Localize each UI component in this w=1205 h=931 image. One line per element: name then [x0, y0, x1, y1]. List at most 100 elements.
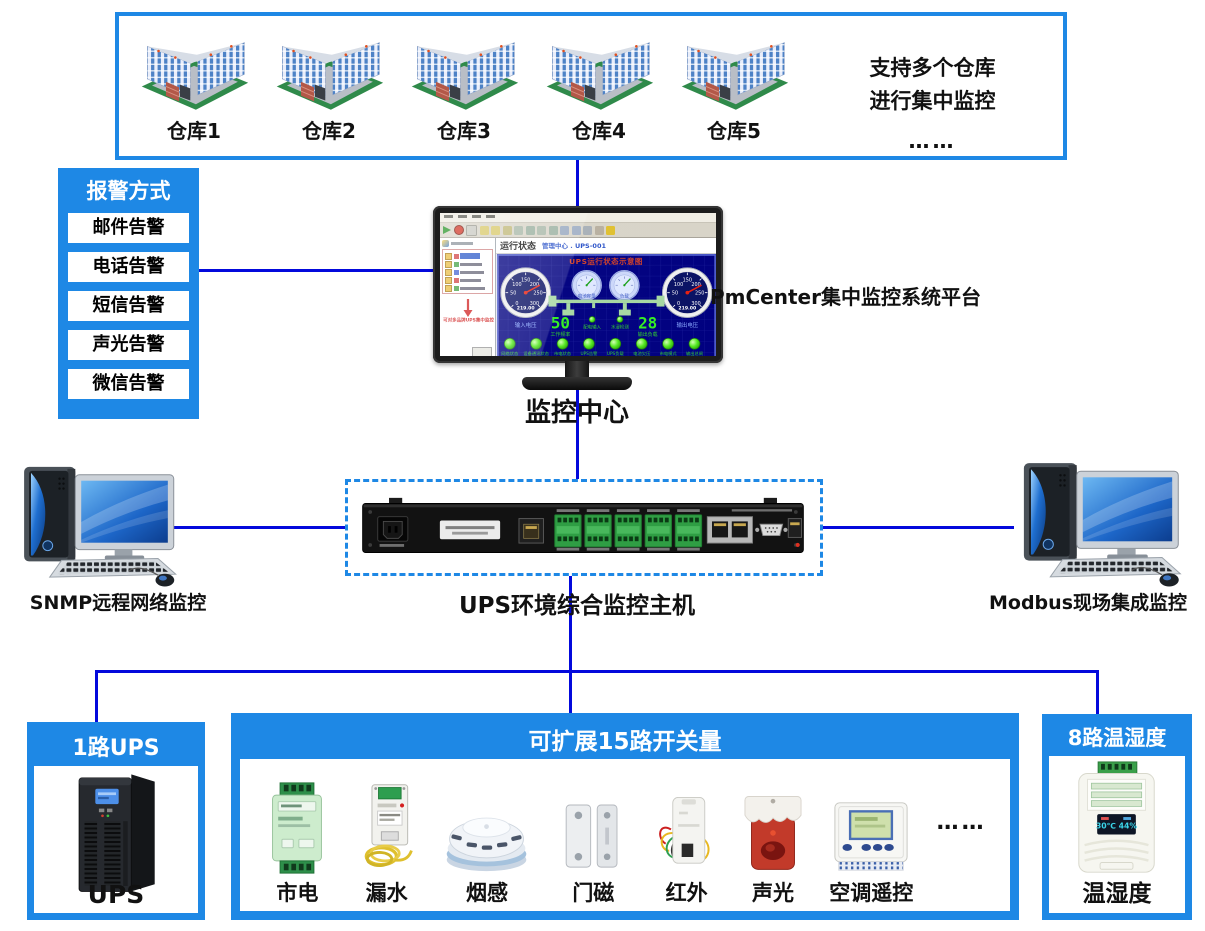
- monitor-screen: 可对多品牌UPS集中监控 运行状态 管理中心 . UPS-001: [440, 213, 716, 356]
- load-gauge-label: 负载: [620, 293, 629, 300]
- svg-text:市电模式: 市电模式: [660, 350, 678, 356]
- warehouse-group-box: 仓库1 仓库2 仓库3 仓库4 仓库5 支持多个仓库 进行集中监控 ……: [115, 12, 1067, 160]
- warehouse-icon: [681, 42, 789, 111]
- monitor-frame: 可对多品牌UPS集中监控 运行状态 管理中心 . UPS-001: [433, 206, 723, 363]
- frequency-label: 工作频率: [551, 331, 571, 338]
- ellipsis-text: ……: [908, 129, 957, 154]
- tree-note: 可对多品牌UPS集中监控: [443, 318, 494, 323]
- temp-box-title: 8路温湿度: [1067, 726, 1167, 750]
- output-voltage-label: 输出电压: [676, 321, 698, 329]
- water-detect-light: [616, 316, 624, 323]
- sound-light-alarm-icon: [744, 796, 802, 870]
- warehouse-label: 仓库2: [302, 119, 356, 143]
- warehouse-label: 仓库1: [167, 119, 221, 143]
- monitor-caption: 监控中心: [524, 398, 629, 428]
- svg-text:网络状态: 网络状态: [501, 350, 519, 356]
- toolbar-icon: [491, 225, 500, 235]
- ups-box: 1路UPS UPS: [27, 722, 205, 920]
- line-bus: [95, 670, 1099, 673]
- temp-humidity-box: 8路温湿度 30℃ 44% 温湿度: [1042, 714, 1192, 920]
- warehouse-label: 仓库3: [437, 119, 491, 143]
- input-voltage-label: 输入电压: [515, 321, 537, 329]
- output-load-label: 输出负载: [638, 331, 658, 338]
- device-ac-remote: 空调遥控: [827, 799, 915, 907]
- temp-box-body: 30℃ 44% 温湿度: [1049, 756, 1185, 913]
- line-snmp-to-host: [160, 526, 346, 529]
- warehouse-cell: 仓库5: [675, 30, 793, 144]
- ellipsis-text: ……: [936, 809, 987, 835]
- device-siren: 声光: [740, 789, 806, 907]
- device-water-leak: 漏水: [353, 781, 421, 907]
- warehouse-icon: [276, 42, 384, 111]
- ups-box-body: UPS: [34, 766, 198, 913]
- warehouse-icon: [411, 42, 519, 111]
- device-door-magnet: 门磁: [553, 799, 633, 907]
- toolbar-icon: [466, 224, 477, 236]
- pipe-schematic: [548, 295, 665, 316]
- switch-box-title: 可扩展15路开关量: [528, 729, 722, 755]
- toolbar-icon: [502, 225, 512, 235]
- stop-icon: [453, 225, 464, 235]
- status-subtitle: 管理中心 . UPS-001: [542, 242, 606, 251]
- warehouse-label: 仓库4: [572, 119, 626, 143]
- output-load-readout: 28: [638, 313, 657, 332]
- toolbar-icon: [537, 225, 546, 235]
- switch-box: 可扩展15路开关量 市电 漏水 烟感 门磁 红外: [231, 713, 1019, 920]
- svg-text:设备通讯状态: 设备通讯状态: [523, 350, 549, 356]
- alarm-item-sms: 短信告警: [68, 291, 189, 321]
- toolbar-icon: [514, 225, 523, 235]
- device-mains: 市电: [263, 781, 331, 907]
- snmp-computer-icon: [23, 466, 177, 587]
- tree-root: [440, 238, 495, 248]
- key-icon: [606, 225, 615, 235]
- door-magnet-icon: [566, 804, 618, 868]
- warehouse-note: 支持多个仓库 进行集中监控 ……: [810, 30, 1055, 153]
- alarm-item-email: 邮件告警: [68, 213, 189, 243]
- monitor-stand-neck: [565, 361, 589, 379]
- toolbar-icon: [479, 225, 489, 235]
- toolbar-icon: [525, 225, 535, 235]
- status-lights: 网络状态 设备通讯状态 市电状态 UPS告警 UPS负载 电池欠压 市电模式 输…: [501, 337, 703, 356]
- input-voltage-gauge: [499, 266, 552, 319]
- management-center-icon: [442, 240, 449, 247]
- toolbar-icon: [571, 225, 581, 235]
- note-line-2: 进行集中监控: [869, 88, 996, 113]
- warehouse-icon: [546, 42, 654, 111]
- frequency-readout: 50: [551, 313, 570, 332]
- smoke-detector-icon: [446, 817, 527, 872]
- dashboard-title: UPS运行状态示意图: [569, 256, 643, 266]
- device-tree: [442, 249, 493, 294]
- output-voltage-gauge: [661, 266, 714, 319]
- device-smoke: 烟感: [442, 799, 532, 907]
- alarm-item-phone: 电话告警: [68, 252, 189, 282]
- temp-device-label: 温湿度: [1082, 881, 1152, 907]
- svg-text:市电状态: 市电状态: [554, 350, 572, 356]
- pmcenter-caption: PmCenter集中监控系统平台: [710, 285, 981, 309]
- host-caption: UPS环境综合监控主机: [458, 593, 696, 619]
- play-icon: [443, 226, 451, 234]
- modbus-computer-icon: [1023, 462, 1181, 587]
- line-alarm-to-monitor: [198, 269, 434, 272]
- power-input-light-label: 配电输入: [583, 323, 601, 330]
- battery-gauge-label: 电池容量: [578, 293, 596, 300]
- toolbar-icon: [583, 225, 592, 235]
- alarm-item-sound-light: 声光告警: [68, 330, 189, 360]
- line-topbox-to-monitor: [576, 146, 579, 208]
- line-monitor-to-host: [576, 368, 579, 480]
- tree-panel: 可对多品牌UPS集中监控: [440, 238, 496, 356]
- temp-humidity-sensor-icon: 30℃ 44%: [1078, 761, 1155, 873]
- monitor-stand-base: [522, 377, 632, 390]
- svg-text:电池欠压: 电池欠压: [633, 350, 651, 356]
- note-line-1: 支持多个仓库: [869, 56, 996, 80]
- warehouse-label: 仓库5: [707, 119, 761, 143]
- alarm-box-title: 报警方式: [86, 179, 171, 203]
- switch-box-body: 市电 漏水 烟感 门磁 红外 声光: [240, 759, 1010, 911]
- svg-text:UPS告警: UPS告警: [581, 350, 599, 356]
- status-title: 运行状态: [500, 241, 537, 252]
- warehouse-cell: 仓库1: [135, 30, 253, 144]
- device-infrared: 红外: [655, 791, 719, 907]
- power-input-light: [588, 316, 596, 323]
- ups-device-icon: [78, 773, 156, 892]
- line-bus-to-temp: [1096, 670, 1099, 714]
